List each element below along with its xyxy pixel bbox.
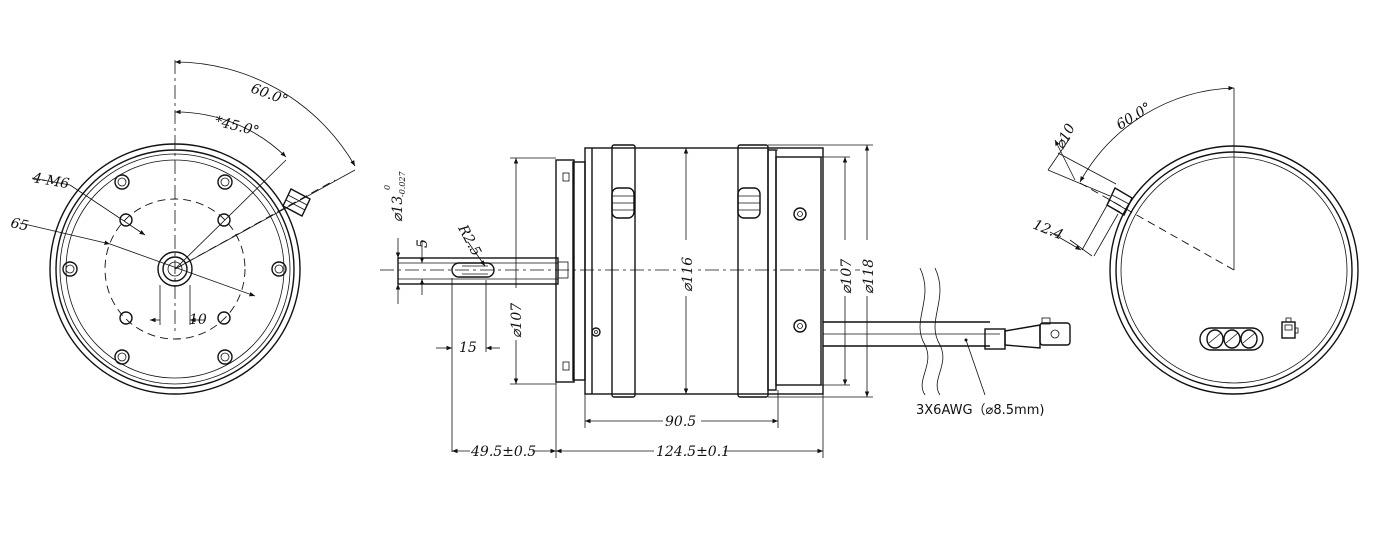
key-width-label: 10: [189, 312, 207, 328]
total-length-label: 124.5±0.1: [656, 444, 730, 460]
terminal-block: [1199, 327, 1264, 351]
thread-label: 4-M6: [30, 170, 70, 192]
motor-body: [584, 147, 824, 395]
outer-dia-label: ⌀118: [861, 259, 877, 294]
front-band: [611, 144, 636, 398]
rear-angle-label: 60.0°: [1114, 100, 1155, 134]
side-view: 3X6AWG（⌀8.5mm) ⌀13 0 -0.027 5 R2.5 15 ⌀1…: [380, 144, 1071, 460]
front-flange: [555, 159, 575, 383]
power-cable: [823, 267, 1071, 396]
shaft-tol-lower: -0.027: [398, 170, 407, 197]
shaft-dia-label: ⌀13: [390, 196, 406, 222]
cable-label: 3X6AWG（⌀8.5mm): [916, 403, 1044, 418]
body-length-label: 90.5: [665, 414, 696, 430]
pcd-label: 65: [9, 215, 30, 234]
rear-dia-label: ⌀107: [839, 259, 855, 294]
cable-dia-label: ⌀10: [1052, 121, 1078, 152]
radius-label: R2.5: [454, 221, 484, 258]
front-view: 10 60.0° *45.0°: [9, 59, 356, 395]
rear-band: [737, 144, 769, 398]
body-bolts: [591, 187, 807, 337]
rear-cap: [775, 156, 822, 386]
angle-inner-label: *45.0°: [213, 113, 261, 139]
outer-bolts: [62, 174, 287, 365]
body-dia-label: ⌀116: [680, 257, 696, 292]
key-height-label: 5: [415, 239, 431, 248]
key-length-label: 15: [459, 340, 477, 356]
cable-gland-front: [282, 188, 311, 217]
rear-view: ⌀10 60.0° 12.4: [1031, 85, 1359, 395]
offset-label: 12.4: [1031, 217, 1066, 244]
signal-connector: [1281, 317, 1299, 339]
shaft-tol-upper: 0: [383, 185, 392, 190]
cable-gland-rear: [1106, 187, 1133, 216]
shaft-length-label: 49.5±0.5: [470, 444, 536, 460]
flange-dia-label: ⌀107: [509, 303, 525, 338]
m6-holes: [119, 213, 231, 325]
